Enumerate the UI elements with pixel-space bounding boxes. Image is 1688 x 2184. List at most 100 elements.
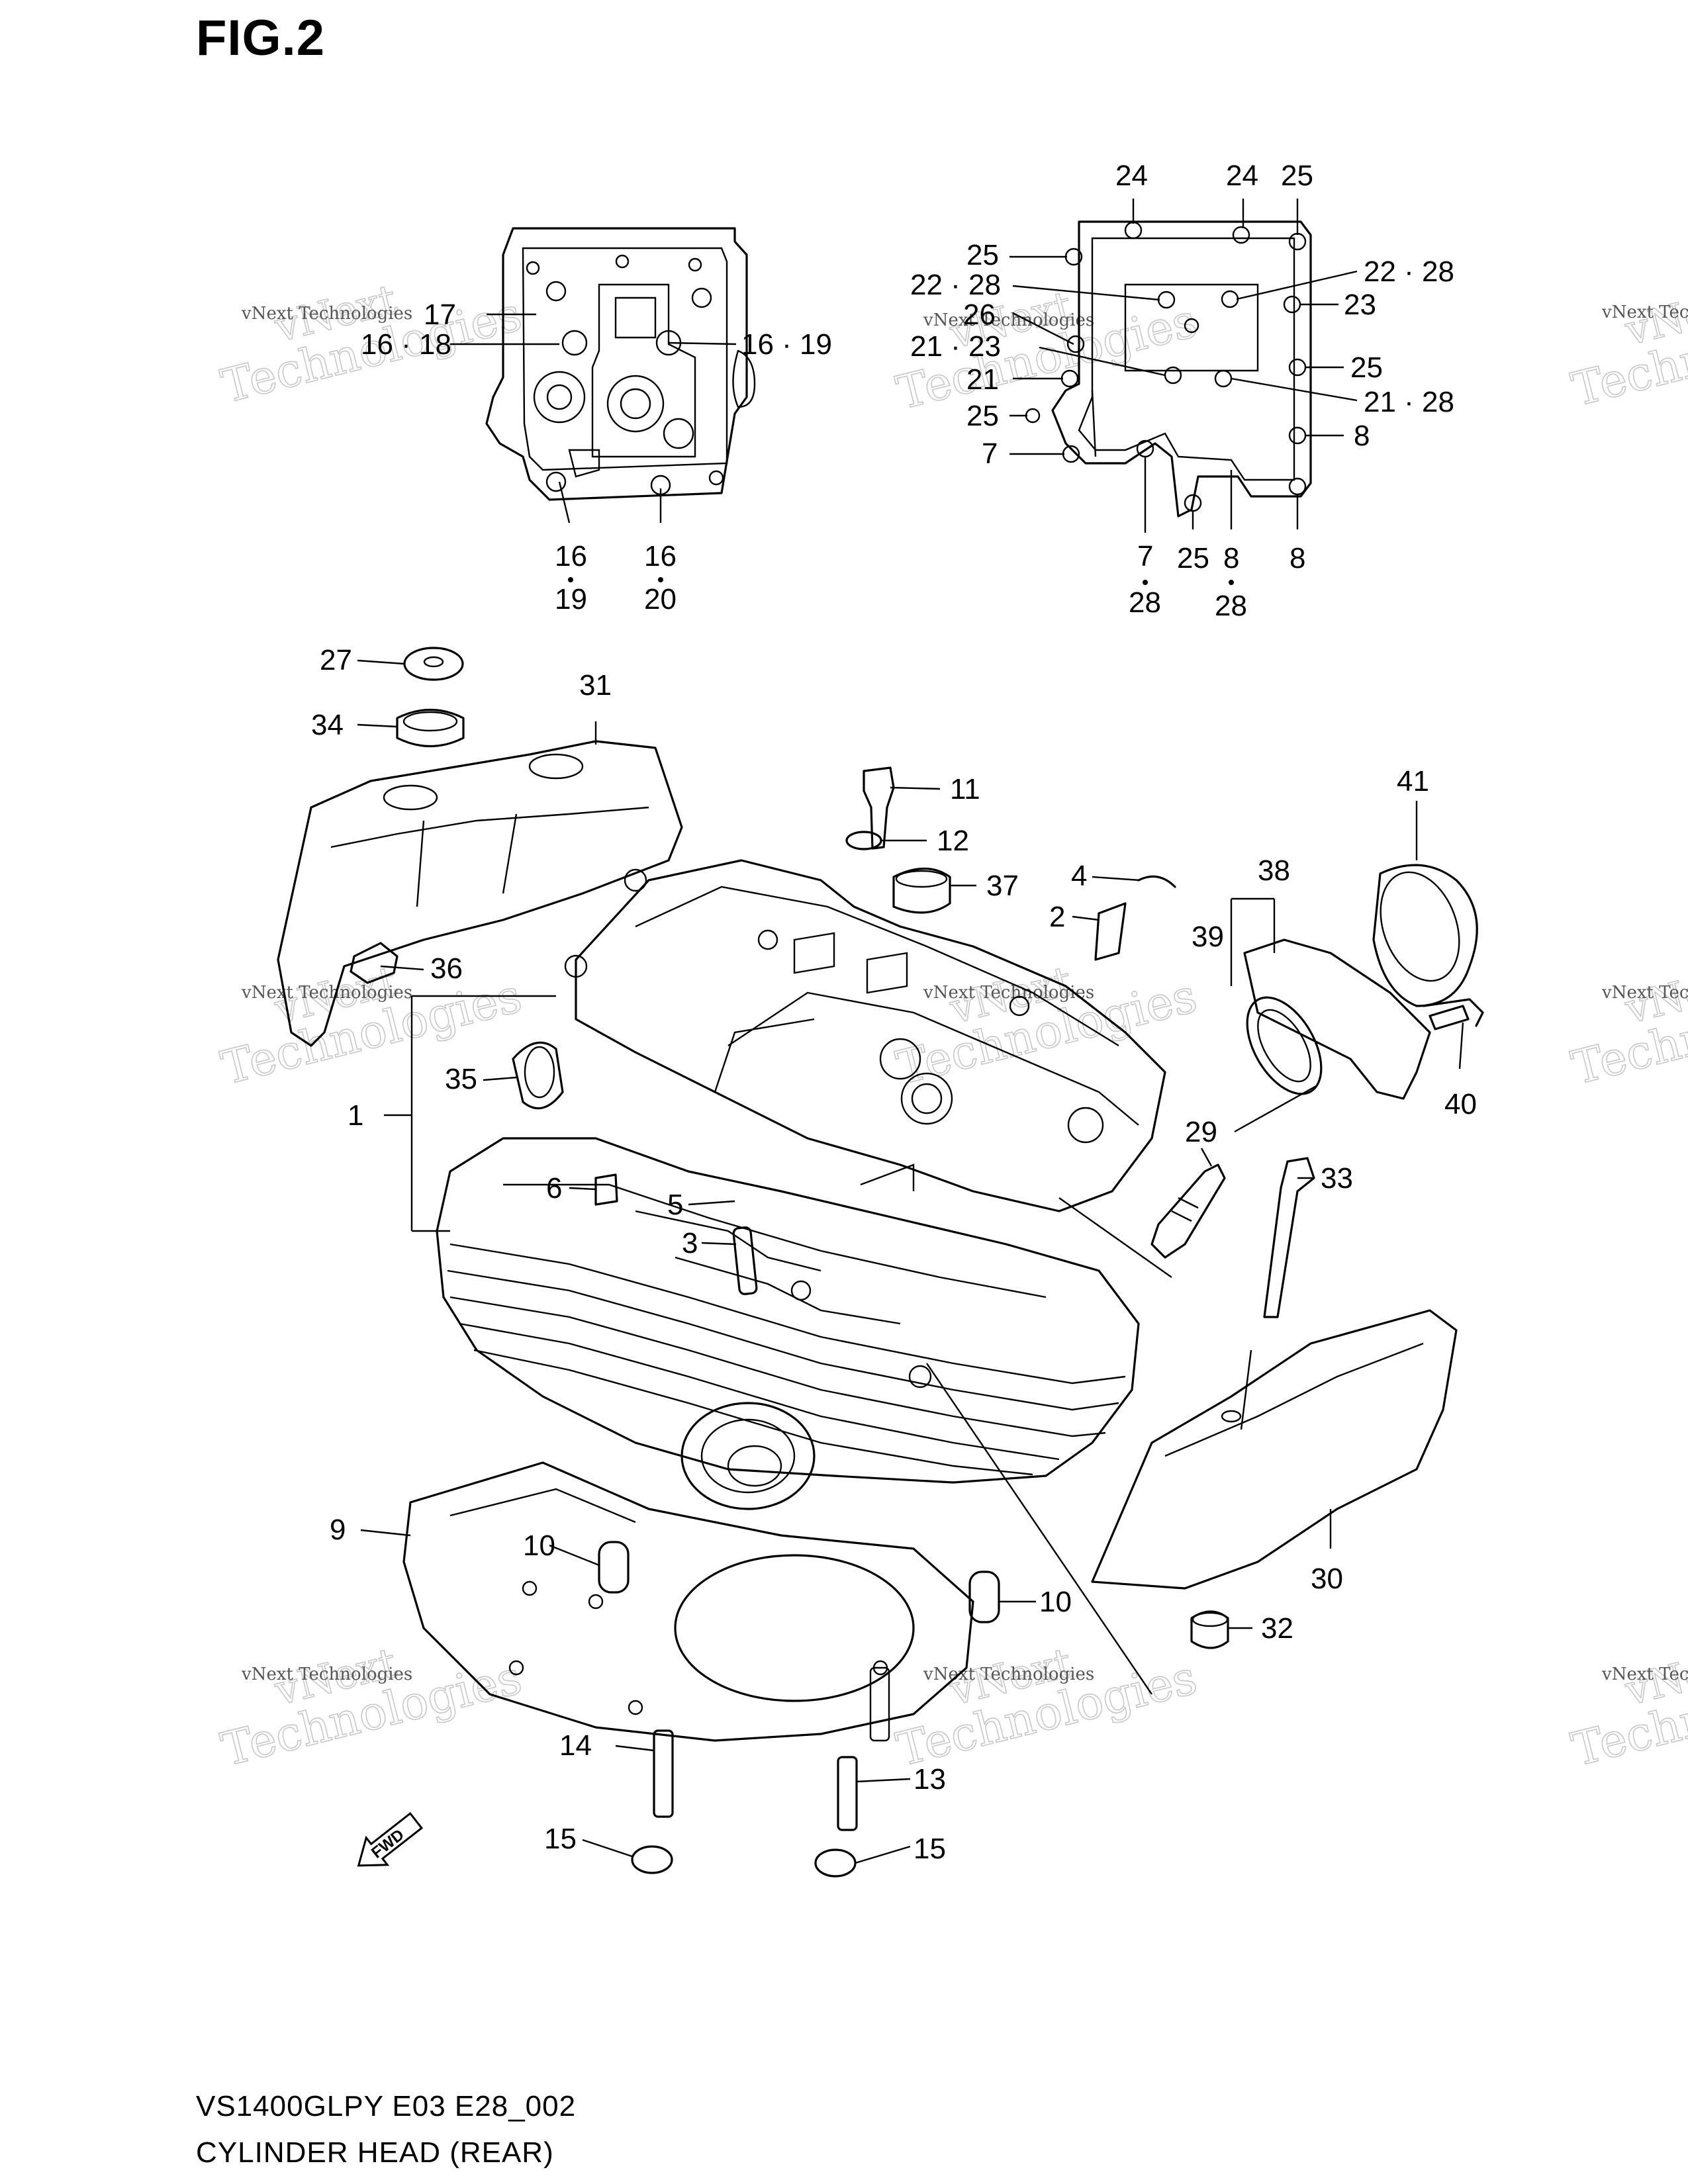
watermark-bottom-center: vNext Technologies — [891, 1637, 1203, 1777]
callout-22-28: 22 · 28 — [910, 269, 1001, 301]
dowel-pin — [968, 1570, 1000, 1623]
head-cover-shield — [277, 740, 683, 1047]
flange-nut — [814, 1848, 857, 1878]
watermark-text: vNext Technologies — [923, 983, 1094, 1003]
callout-16-19: 16 · 19 — [741, 328, 832, 361]
plug-37 — [892, 867, 951, 914]
cylinder-head-assembly — [436, 859, 1166, 1510]
watermark-text: vNext Technologies — [241, 304, 412, 324]
callout-7: 7 — [982, 437, 998, 470]
pin-3 — [732, 1226, 758, 1295]
watermark-bottom-right: vNext Technologies — [1566, 1637, 1688, 1777]
callout-2: 2 — [1049, 901, 1065, 933]
callout-38: 38 — [1258, 854, 1290, 887]
callout-5: 5 — [667, 1189, 683, 1221]
callout-6: 6 — [546, 1172, 562, 1205]
callout-14: 14 — [559, 1729, 592, 1762]
valve-guide — [1094, 902, 1127, 961]
bolt-36 — [350, 942, 399, 984]
forward-direction-arrow: FWD — [357, 1812, 424, 1867]
intake-pipe — [1243, 864, 1484, 1100]
bolt-11 — [863, 766, 895, 850]
dowel-pin — [598, 1541, 630, 1594]
bolt-33 — [1263, 1157, 1315, 1318]
callout-34: 34 — [311, 709, 344, 741]
watermark-bottom-left: vNext Technologies — [216, 1637, 528, 1777]
leader-lines — [357, 199, 1464, 1864]
callout-35: 35 — [445, 1063, 477, 1095]
callout-17: 17 — [424, 298, 456, 331]
watermark-text: vNext Technologies — [1601, 1664, 1688, 1684]
stud-bolt — [837, 1756, 858, 1831]
pin-6 — [594, 1173, 618, 1206]
callout-21-28: 21 · 28 — [1364, 386, 1454, 418]
watermark-text: vNext Technologies — [241, 1664, 412, 1684]
diagram-code: VS1400GLPY E03 E28_002 — [196, 2090, 577, 2122]
watermark-mid-right: vNext Technologies — [1566, 956, 1688, 1095]
callout-25: 25 — [1281, 159, 1313, 192]
callout-37: 37 — [986, 870, 1019, 902]
callout-16-18: 16 · 18 — [361, 328, 451, 361]
callout-21-23: 21 · 23 — [910, 330, 1001, 363]
washer — [403, 647, 464, 681]
watermark-top-right: vNext Technologies — [1566, 277, 1688, 417]
callout-26: 26 — [963, 298, 996, 331]
callout-20: 20 — [644, 583, 677, 615]
watermark-text: vNext Technologies — [923, 1664, 1094, 1684]
callout-25: 25 — [1177, 542, 1209, 574]
callout-12: 12 — [937, 825, 969, 857]
spark-plug — [1150, 1163, 1226, 1259]
washer-12 — [845, 831, 882, 850]
callout-23: 23 — [1344, 289, 1376, 321]
callout-40: 40 — [1444, 1088, 1477, 1120]
callout-8: 8 — [1354, 420, 1370, 452]
watermark-text: vNext Technologies — [1601, 302, 1688, 322]
callout-27: 27 — [320, 644, 352, 676]
clip-4 — [1137, 875, 1176, 888]
callout-36: 36 — [430, 952, 463, 985]
callout-25: 25 — [1350, 351, 1383, 384]
grommet — [396, 709, 465, 747]
cylinder-head-top-view — [485, 227, 756, 501]
callout-16: 16 — [644, 540, 677, 572]
callout-21: 21 — [966, 363, 999, 396]
callout-1: 1 — [348, 1099, 363, 1132]
callout-29: 29 — [1185, 1116, 1217, 1148]
head-gasket — [402, 1461, 974, 1742]
callout-15: 15 — [914, 1833, 946, 1865]
callout-8: 8 — [1289, 542, 1305, 574]
callout-4: 4 — [1071, 860, 1087, 892]
callout-3: 3 — [682, 1227, 698, 1259]
spacer-32 — [1190, 1610, 1229, 1649]
callout-9: 9 — [330, 1514, 346, 1546]
callout-19: 19 — [555, 583, 587, 615]
callout-8: 8 — [1223, 542, 1239, 574]
callout-25: 25 — [966, 400, 999, 432]
callout-labels: 17 16 · 18 16 · 19 16 19 16 20 24 24 25 … — [311, 159, 1477, 1865]
callout-32: 32 — [1261, 1612, 1293, 1645]
callout-30: 30 — [1311, 1563, 1343, 1595]
callout-31: 31 — [579, 669, 612, 702]
callout-10: 10 — [523, 1529, 555, 1562]
callout-22-28: 22 · 28 — [1364, 255, 1454, 288]
figure-title: FIG.2 — [196, 10, 326, 66]
callout-24: 24 — [1115, 159, 1148, 192]
watermark-text: vNext Technologies — [923, 310, 1094, 330]
callout-39: 39 — [1192, 921, 1224, 953]
callout-28: 28 — [1129, 586, 1161, 619]
stud-bolt — [653, 1729, 674, 1818]
callout-41: 41 — [1397, 765, 1429, 797]
callout-24: 24 — [1226, 159, 1258, 192]
callout-13: 13 — [914, 1763, 946, 1796]
callout-16: 16 — [555, 540, 587, 572]
watermark-text: vNext Technologies — [1601, 983, 1688, 1003]
side-cover — [1091, 1309, 1458, 1590]
watermark-text: vNext Technologies — [241, 983, 412, 1003]
callout-10: 10 — [1039, 1586, 1072, 1618]
callout-25: 25 — [966, 239, 999, 271]
callout-15: 15 — [544, 1823, 577, 1855]
bolt-40 — [1429, 1005, 1470, 1030]
oil-seal — [512, 1041, 564, 1110]
